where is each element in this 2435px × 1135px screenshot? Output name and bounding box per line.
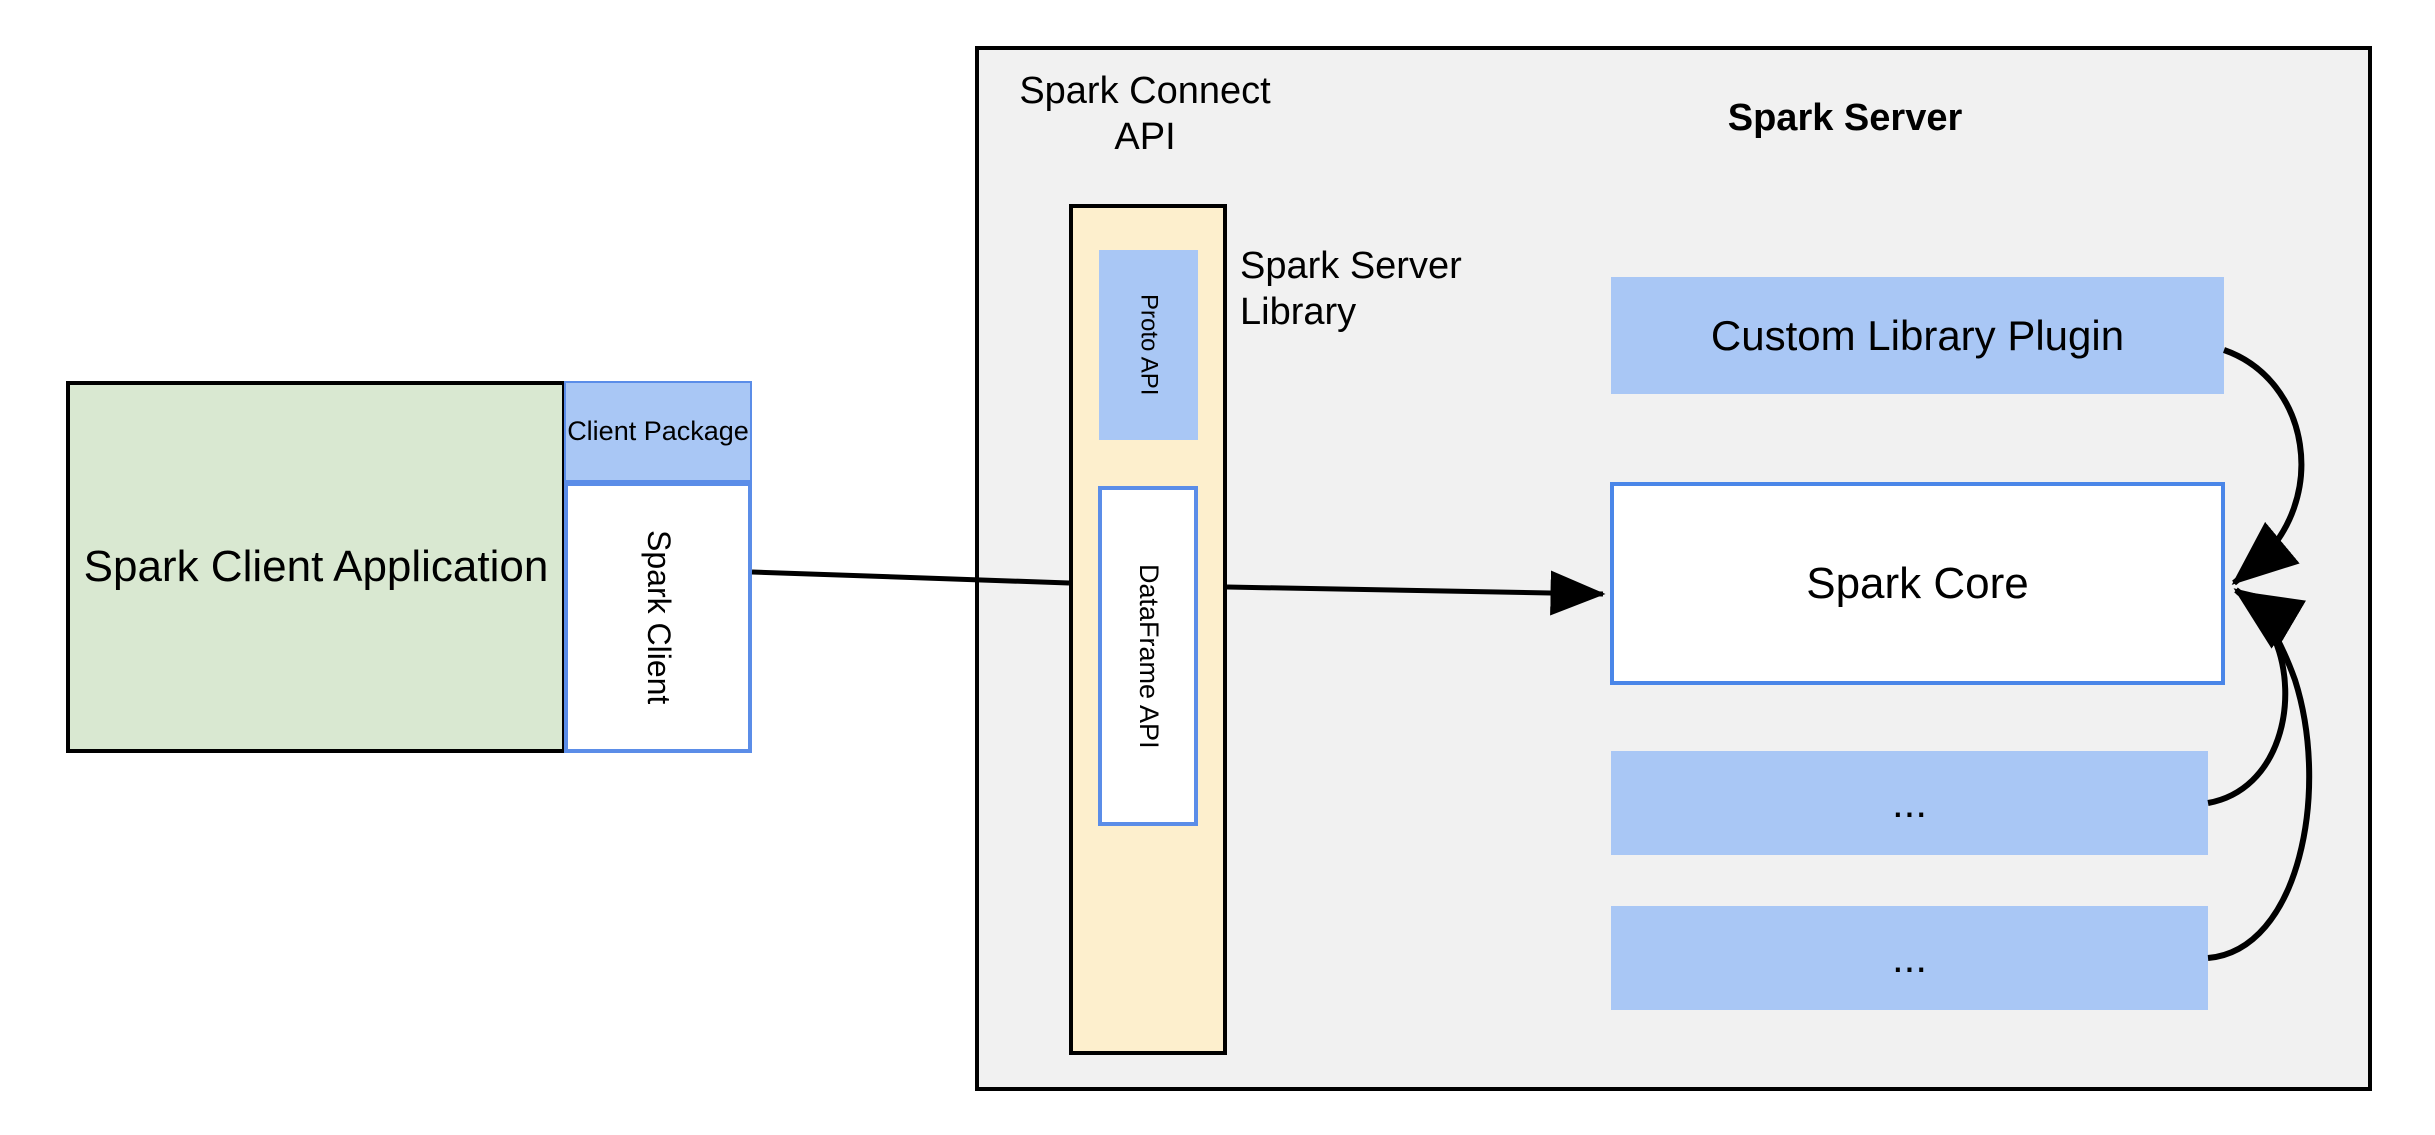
spark-client-application-box: Spark Client Application — [66, 381, 566, 753]
spark-client-label: Spark Client — [640, 530, 677, 705]
spark-server-title: Spark Server — [1727, 97, 1963, 139]
custom-library-plugin-box: Custom Library Plugin — [1611, 277, 2224, 394]
server-component-ellipsis-2: ... — [1611, 906, 2208, 1010]
proto-api-box: Proto API — [1099, 250, 1198, 440]
server-component-ellipsis-1: ... — [1611, 751, 2208, 855]
spark-core-box: Spark Core — [1610, 482, 2225, 685]
dataframe-api-label: DataFrame API — [1133, 563, 1164, 749]
proto-api-label: Proto API — [1135, 294, 1163, 396]
spark-client-box: Spark Client — [564, 482, 752, 753]
spark-connect-api-label: Spark Connect API — [1019, 70, 1271, 159]
client-package-box: Client Package — [564, 381, 752, 482]
dataframe-api-box: DataFrame API — [1098, 486, 1198, 826]
spark-server-library-label: Spark Server Library — [1240, 245, 1462, 334]
